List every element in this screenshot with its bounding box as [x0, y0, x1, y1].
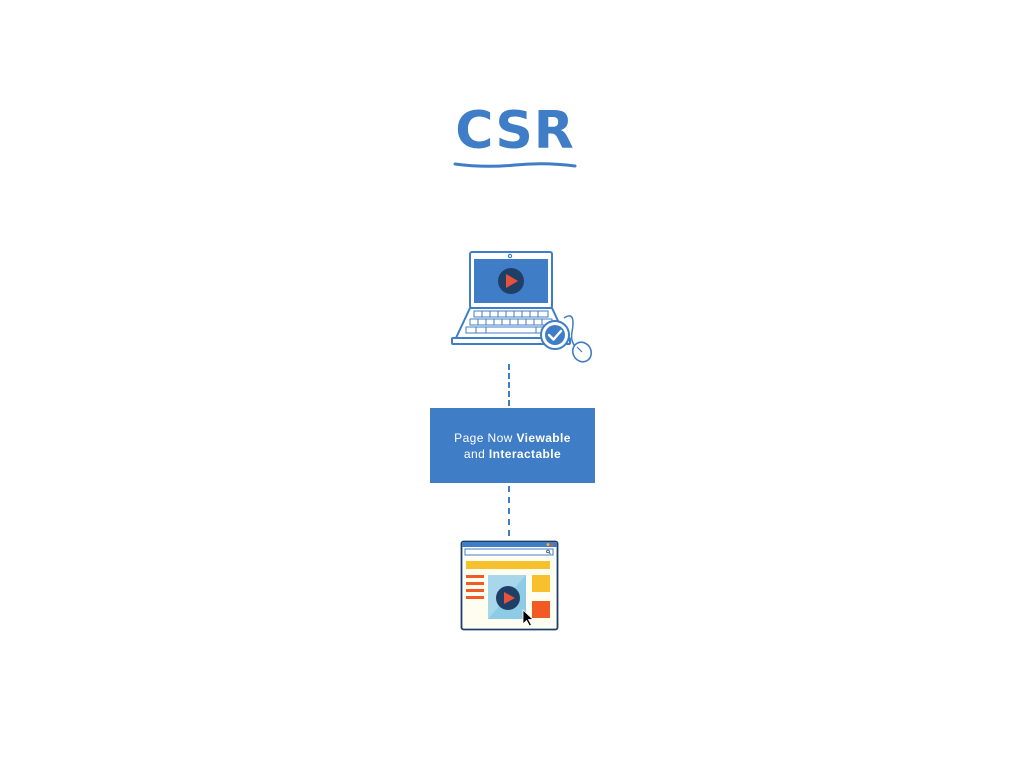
browser-window-icon	[460, 540, 559, 631]
status-line-1-normal: Page Now	[454, 430, 517, 445]
logo-underline	[453, 162, 577, 168]
play-icon	[498, 268, 524, 294]
mouse-icon	[571, 341, 593, 363]
connector-line-bottom	[508, 486, 510, 536]
status-line-2-normal: and	[463, 446, 489, 461]
logo-text: CSR	[455, 101, 575, 161]
status-box: Page Now Viewable and Interactable	[430, 408, 595, 483]
cursor-icon	[522, 609, 535, 627]
csr-logo: CSR	[445, 100, 585, 180]
status-line-2: and Interactable	[464, 446, 561, 462]
play-icon	[496, 586, 520, 610]
laptop-icon	[451, 251, 593, 363]
status-line-2-bold: Interactable	[488, 446, 562, 461]
status-line-1: Page Now Viewable	[454, 430, 571, 446]
status-line-1-bold: Viewable	[516, 430, 571, 445]
connector-line-top	[508, 364, 510, 406]
checkmark-icon	[540, 320, 570, 350]
